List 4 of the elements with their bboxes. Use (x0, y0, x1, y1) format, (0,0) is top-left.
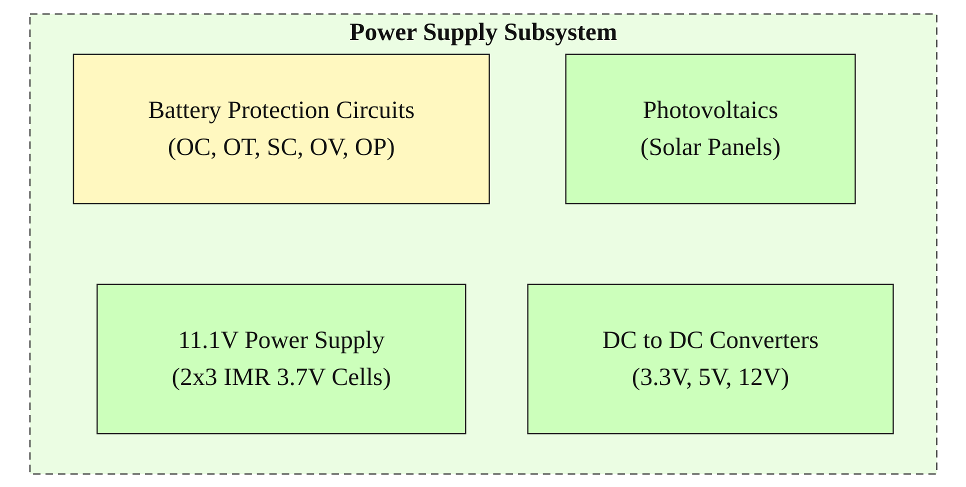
node-box (526, 283, 894, 434)
node-box (96, 283, 466, 434)
node-box (72, 53, 490, 204)
node-box (564, 53, 856, 204)
